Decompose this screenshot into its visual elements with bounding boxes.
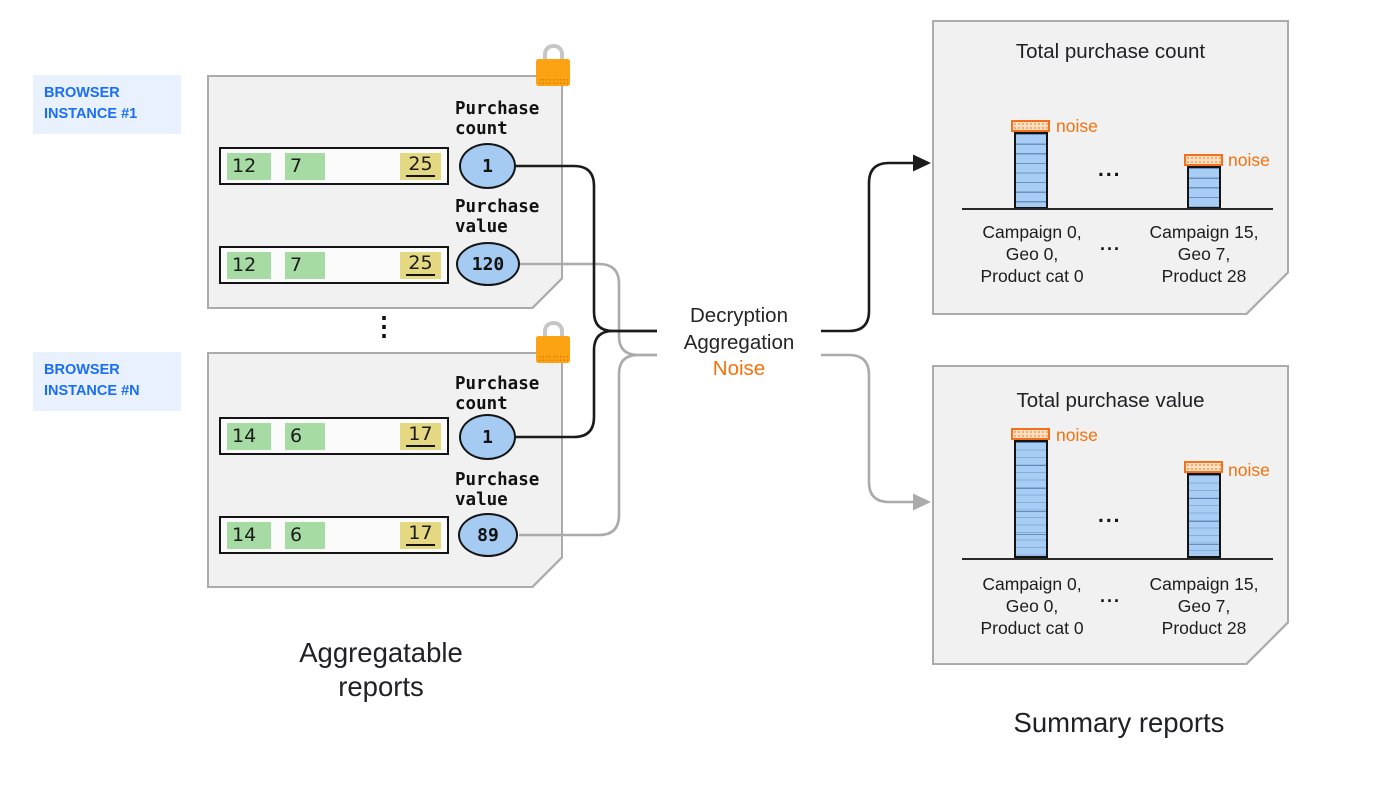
bucket-cell: 6 [285, 521, 325, 549]
noise-annotation: noise [1228, 150, 1270, 170]
value-bar-campaign15 [1186, 472, 1221, 558]
purchase-count-pill: 1 [459, 414, 516, 460]
x-label-campaign15: Campaign 15, Geo 7, Product 28 [1149, 222, 1259, 286]
purchase-count-pill: 1 [459, 143, 516, 189]
noise-step: Noise [712, 357, 766, 380]
more-labels-dots: ... [1100, 586, 1122, 606]
report-row: 14 6 17 [219, 516, 449, 554]
black-arrowhead [913, 154, 931, 172]
value-line-to-summary [821, 353, 913, 504]
aggregatable-reports-caption: Aggregatable reports [299, 637, 463, 702]
more-bars-dots: ... [1098, 158, 1122, 181]
noise-cap [1184, 460, 1223, 473]
vertical-ellipsis: ⋮ [371, 311, 397, 341]
value-cell-number: 25 [406, 154, 435, 178]
count-line-to-summary [821, 161, 913, 333]
value-cell-number: 25 [406, 253, 435, 277]
purchase-count-label: Purchase count [455, 99, 540, 139]
purchase-value-label: Purchase value [455, 470, 540, 510]
lock-body [536, 59, 570, 86]
purchase-value-label: Purchase value [455, 197, 540, 237]
bucket-cell: 12 [227, 251, 271, 279]
report-row: 12 7 25 [219, 246, 449, 284]
noise-annotation: noise [1056, 425, 1098, 445]
x-axis [962, 207, 1273, 210]
aggregation-step: Aggregation [683, 330, 795, 354]
bucket-cell: 6 [285, 422, 325, 450]
x-label-campaign0: Campaign 0, Geo 0, Product cat 0 [980, 574, 1084, 638]
value-line-from-120 [519, 262, 657, 357]
value-cell: 25 [400, 152, 441, 180]
value-cell: 17 [400, 521, 441, 549]
lock-icon [536, 321, 570, 363]
purchase-value-pill: 120 [456, 242, 520, 286]
value-cell: 25 [400, 251, 441, 279]
decryption-step: Decryption [690, 304, 788, 327]
lock-body [536, 336, 570, 363]
bucket-cell: 7 [285, 251, 325, 279]
bar-group [1184, 153, 1223, 209]
value-line-from-89 [519, 353, 657, 537]
chart-title-count: Total purchase count [1015, 40, 1206, 63]
lock-shackle [542, 321, 564, 338]
summary-reports-caption: Summary reports [1013, 707, 1225, 738]
bar-group [1184, 460, 1223, 558]
value-cell: 17 [400, 422, 441, 450]
report-row: 12 7 25 [219, 147, 449, 185]
bucket-cell: 12 [227, 152, 271, 180]
lock-icon [536, 44, 570, 86]
bar-group [1011, 427, 1050, 558]
chart-title-value: Total purchase value [1016, 389, 1205, 412]
purchase-value-pill: 89 [458, 513, 518, 557]
count-line-from-1a [516, 164, 657, 333]
summary-panel-value [932, 365, 1289, 665]
process-steps: Decryption Aggregation Noise [648, 303, 830, 383]
value-bar-campaign0 [1013, 439, 1048, 558]
x-label-campaign15: Campaign 15, Geo 7, Product 28 [1149, 574, 1259, 638]
noise-cap [1011, 119, 1050, 132]
count-line-from-1b [516, 329, 657, 439]
noise-cap [1184, 153, 1223, 166]
report-row: 14 6 17 [219, 417, 449, 455]
value-chart-plot [962, 427, 1273, 558]
browser-instance-n-label: BROWSER INSTANCE #N [33, 352, 181, 411]
gray-arrowhead [913, 493, 931, 511]
purchase-count-label: Purchase count [455, 374, 540, 414]
lock-shackle [542, 44, 564, 61]
x-axis [962, 557, 1273, 560]
bar-group [1011, 119, 1050, 209]
bucket-cell: 7 [285, 152, 325, 180]
x-label-campaign0: Campaign 0, Geo 0, Product cat 0 [980, 222, 1084, 286]
bucket-cell: 14 [227, 521, 271, 549]
browser-instance-1-label: BROWSER INSTANCE #1 [33, 75, 181, 134]
summary-panel-count [932, 20, 1289, 315]
value-cell-number: 17 [406, 424, 435, 448]
more-bars-dots: ... [1098, 504, 1122, 527]
more-labels-dots: ... [1100, 234, 1122, 254]
count-bar-campaign0 [1013, 131, 1048, 209]
count-bar-campaign15 [1186, 165, 1221, 209]
count-chart-plot [962, 119, 1273, 209]
value-cell-number: 17 [406, 523, 435, 547]
bucket-cell: 14 [227, 422, 271, 450]
noise-cap [1011, 427, 1050, 440]
noise-annotation: noise [1056, 116, 1098, 136]
noise-annotation: noise [1228, 460, 1270, 480]
